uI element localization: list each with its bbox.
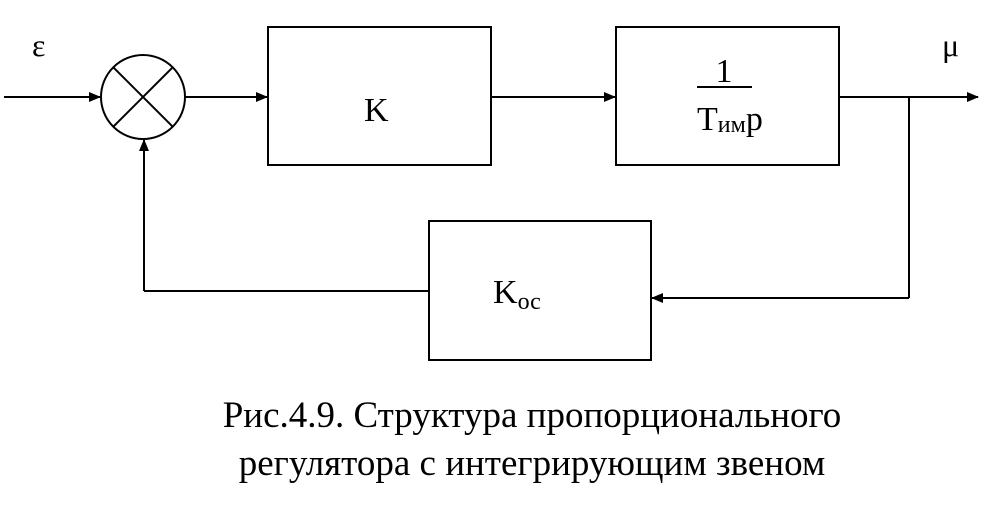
integrator-denominator-main: T [697, 101, 718, 138]
feedback-block-label: Kос [493, 274, 541, 315]
feedback-block-label-subscript: ос [518, 289, 541, 315]
proportional-block-label: K [364, 92, 389, 129]
integrator-denominator-variable: p [746, 101, 763, 138]
figure-caption-line-2: регулятора с интегрирующим звеном [238, 443, 826, 484]
feedback-block: Kос [428, 220, 652, 361]
proportional-block: K [267, 26, 492, 166]
summing-junction [100, 54, 186, 140]
input-signal-label: ε [32, 27, 45, 63]
integrator-denominator: Tимp [697, 101, 763, 138]
integrator-denominator-subscript: им [718, 112, 746, 138]
feedback-block-label-main: K [493, 274, 518, 311]
figure-caption-line-1: Рис.4.9. Структура пропорционального [222, 395, 842, 436]
output-signal-label: μ [942, 27, 959, 63]
integrator-numerator: 1 [716, 53, 733, 90]
integrator-block: 1 Tимp [615, 26, 840, 166]
